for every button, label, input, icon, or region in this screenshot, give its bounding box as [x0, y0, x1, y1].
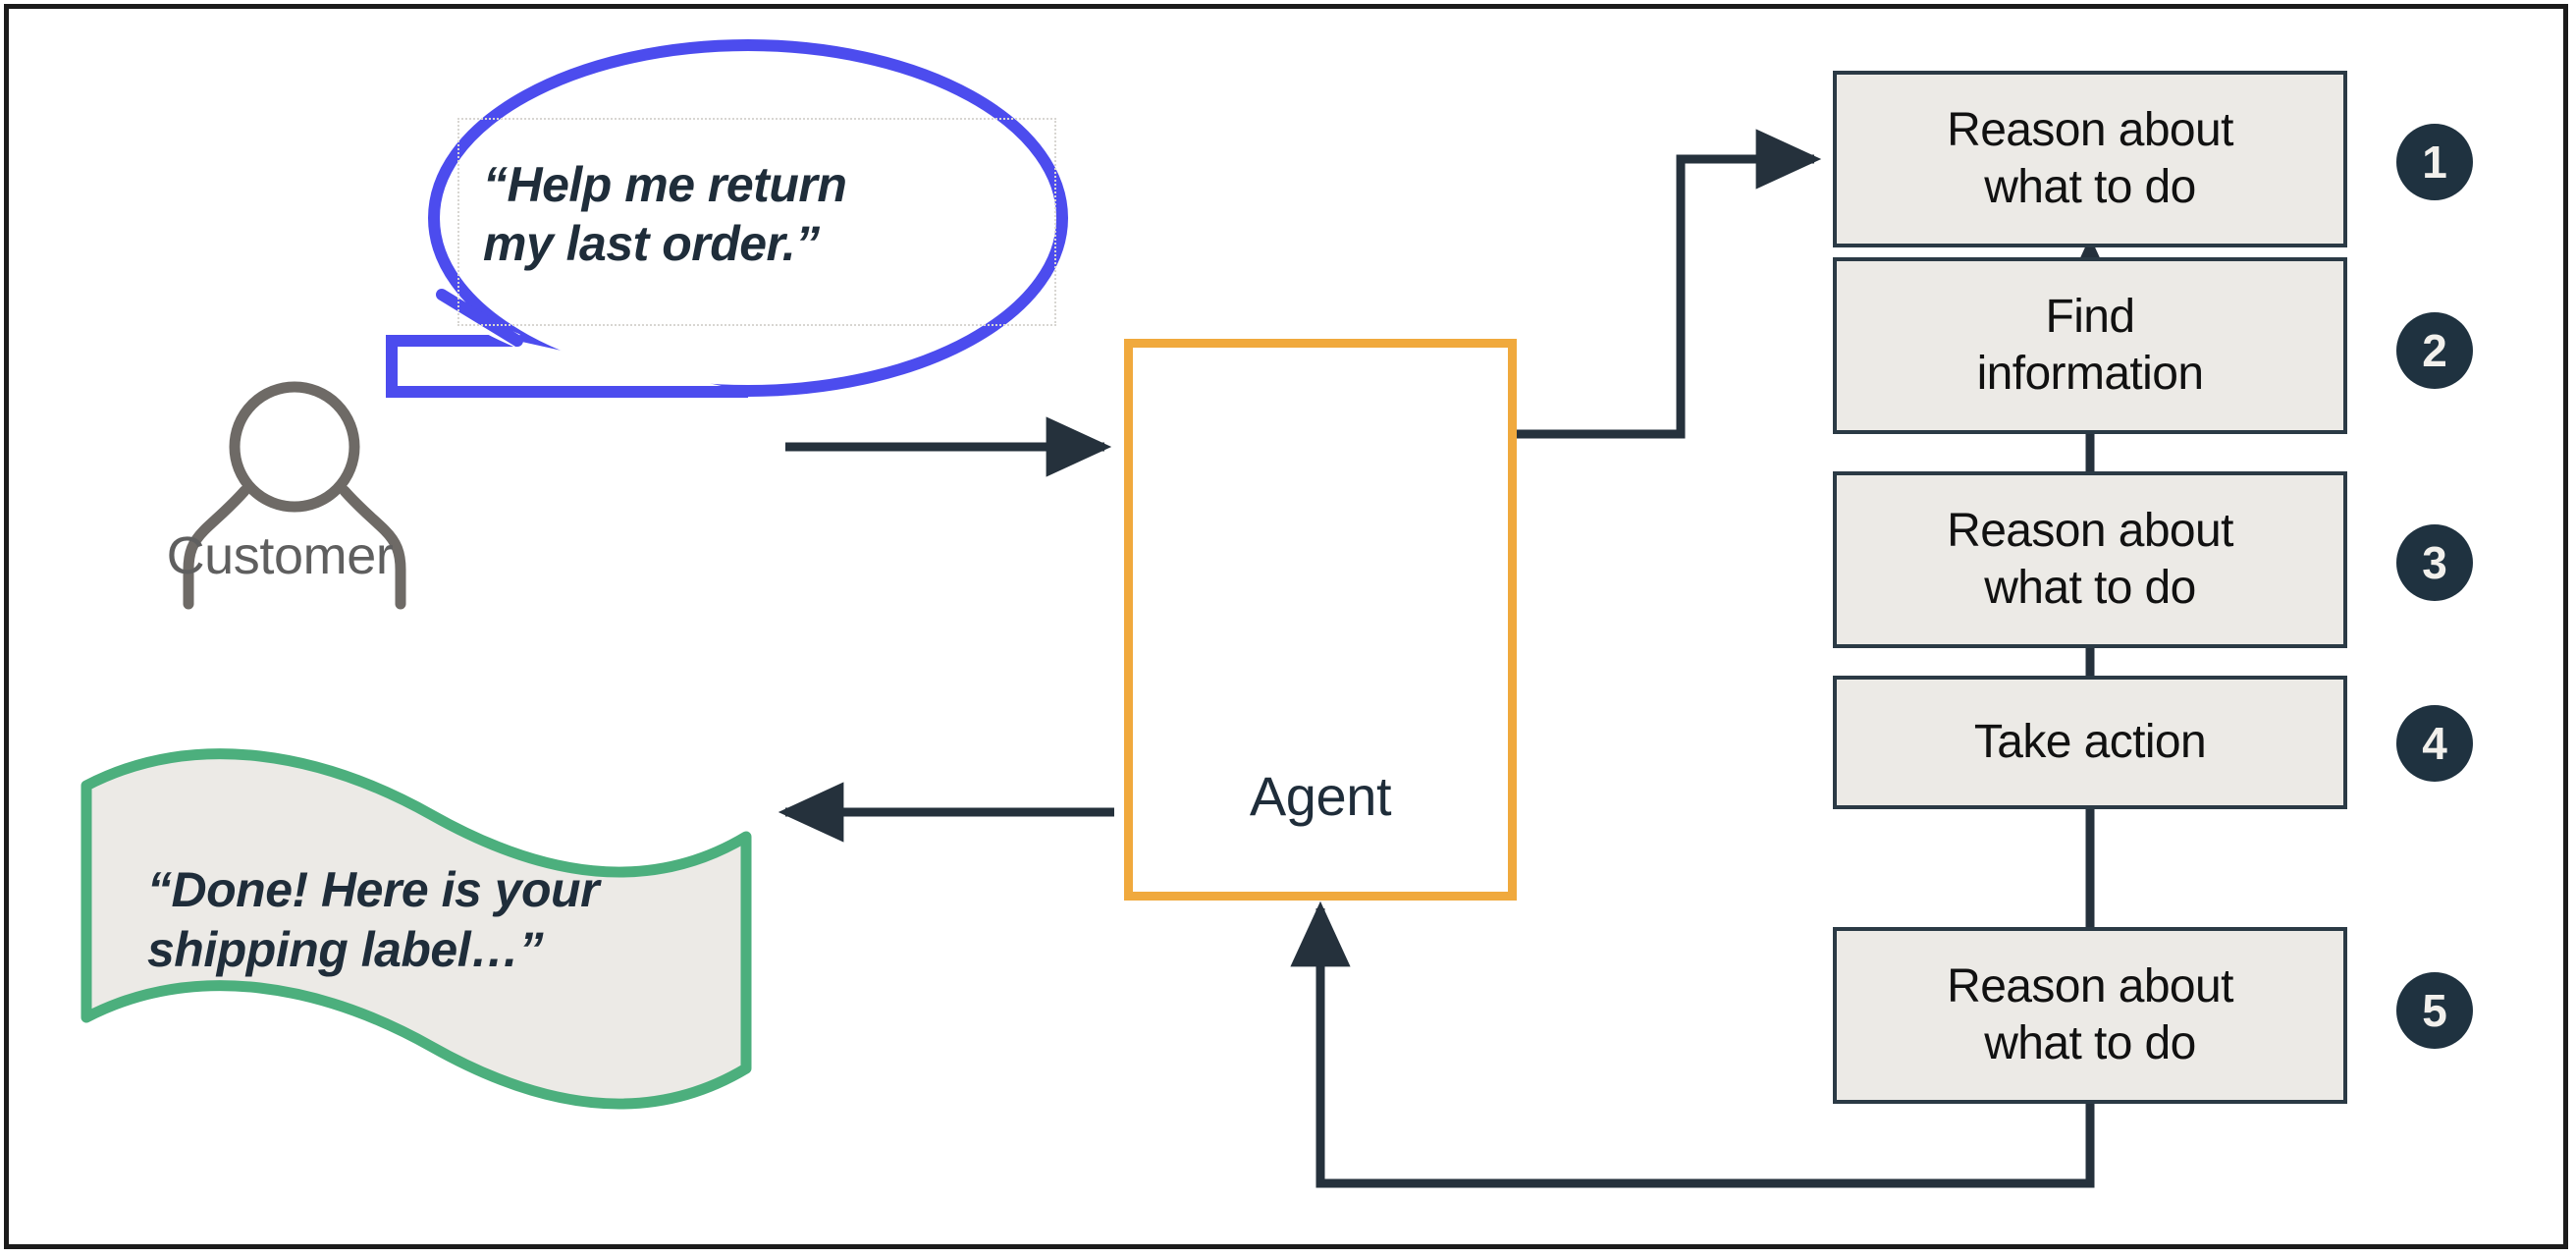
- step-label-2: Find information: [1976, 291, 2204, 400]
- step-number-5: 5: [2422, 985, 2447, 1036]
- step-badge-5: 5: [2396, 972, 2473, 1049]
- customer-label: Customer: [166, 526, 394, 585]
- step-number-2: 2: [2422, 325, 2447, 376]
- agent-label: Agent: [1249, 765, 1392, 827]
- speech-bubble-text: “Help me return my last order.”: [483, 157, 847, 271]
- step-box-3[interactable]: Reason about what to do: [1833, 471, 2347, 648]
- step-number-4: 4: [2422, 718, 2447, 769]
- step-label-4: Take action: [1973, 716, 2207, 769]
- step-number-1: 1: [2422, 137, 2447, 188]
- step-badge-2: 2: [2396, 312, 2473, 389]
- agent-box[interactable]: [1124, 339, 1517, 901]
- step-box-4[interactable]: Take action: [1833, 676, 2347, 809]
- connector-agent-to-step-1: [1517, 129, 1822, 439]
- step-number-3: 3: [2422, 537, 2447, 588]
- step-badge-4: 4: [2396, 705, 2473, 782]
- response-banner-text: “Done! Here is your shipping label…”: [147, 862, 600, 977]
- step-label-1: Reason about what to do: [1947, 104, 2233, 213]
- step-box-2[interactable]: Find information: [1833, 257, 2347, 434]
- connector-step-5-to-agent: [1290, 901, 2095, 1188]
- step-label-5: Reason about what to do: [1947, 960, 2233, 1069]
- step-box-1[interactable]: Reason about what to do: [1833, 71, 2347, 247]
- speech-bubble-shape: [386, 39, 1068, 398]
- step-box-5[interactable]: Reason about what to do: [1833, 927, 2347, 1104]
- speech-bubble-text-frame: [457, 118, 1056, 326]
- step-label-3: Reason about what to do: [1947, 505, 2233, 614]
- response-banner-shape: [80, 748, 752, 1110]
- step-badge-1: 1: [2396, 124, 2473, 200]
- step-badge-3: 3: [2396, 524, 2473, 601]
- person-icon: [183, 381, 406, 610]
